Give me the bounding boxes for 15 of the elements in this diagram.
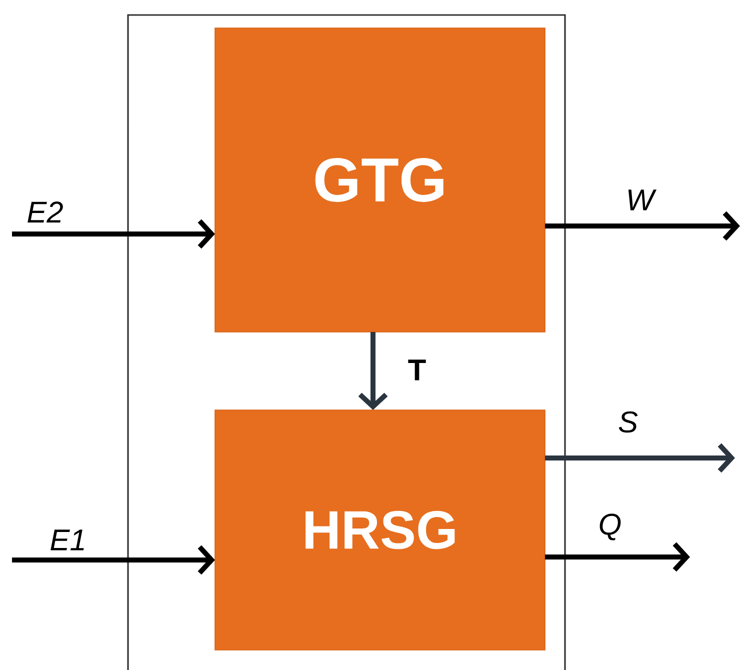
arrow: [12, 219, 215, 249]
edge-label: T: [406, 358, 428, 382]
edge-label: E1: [48, 528, 88, 552]
edge-label: Q: [597, 512, 623, 542]
edge-label: W: [624, 188, 657, 212]
process-box: HRSG: [214, 410, 546, 650]
arrow: [545, 211, 740, 241]
edge-label: S: [617, 410, 639, 434]
edge-label: E2: [26, 200, 64, 224]
arrow: [545, 542, 690, 572]
arrow: [358, 332, 388, 410]
system-boundary: [127, 14, 566, 670]
arrow: [12, 545, 215, 575]
arrow: [545, 443, 735, 473]
process-box: GTG: [214, 28, 546, 332]
